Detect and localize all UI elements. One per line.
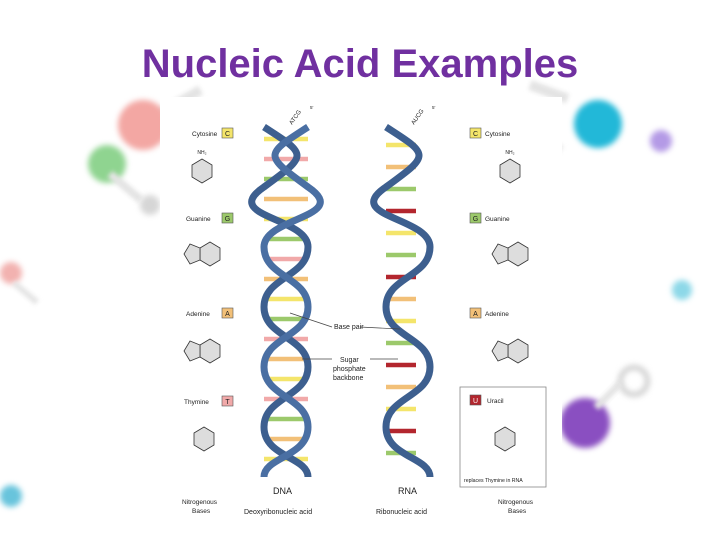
left-cytosine-label: Cytosine [192,131,218,138]
rna-full-name: Ribonucleic acid [376,509,427,516]
right-cytosine-label: Cytosine [485,131,511,138]
backbone-label-line3: backbone [333,375,363,382]
right-cytosine-ring-icon [499,158,521,184]
rna-strand-label: AUCG [411,108,426,126]
right-guanine-label: Guanine [485,216,510,223]
rna-backbone-strand [370,124,434,478]
dna-prime-mark: 5' [310,105,314,110]
right-footer-line1: Nitrogenous [498,499,534,506]
left-thymine-label: Thymine [184,399,209,406]
deco-circle-pink [118,100,168,150]
deco-circle-gray [140,195,160,215]
left-guanine-letter: G [225,216,230,223]
uracil-swatch [469,394,482,406]
left-cytosine-letter: C [225,131,230,138]
backbone-label-line2: phosphate [333,366,366,373]
rna-label: RNA [398,486,417,496]
svg-text:NH₂: NH₂ [505,150,514,156]
right-guanine-letter: G [473,216,478,223]
left-guanine-label: Guanine [186,216,211,223]
right-guanine-ring-icon [507,241,529,267]
right-adenine-letter: A [473,311,478,318]
rna-prime-mark: 5' [432,105,436,110]
left-adenine-letter: A [225,311,230,318]
svg-text:NH₂: NH₂ [197,150,206,156]
dna-backbone-strand-1 [248,124,312,478]
uracil-note: replaces Thymine in RNA [464,478,523,484]
left-thymine-letter: T [225,399,230,406]
rna-helix: AUCG 5' RNA Ribonucleic acid [370,105,436,516]
left-adenine-label: Adenine [186,311,210,318]
dna-helix: ATCG 5' DNA Deoxyribonucleic acid [244,105,324,516]
right-bases-column: C Cytosine NH₂ G Guanine A Adenine U Ura… [459,127,547,515]
deco-circle-pink-small [0,262,22,284]
left-footer-line2: Bases [192,508,211,515]
left-cytosine-ring-icon [191,158,213,184]
right-cytosine-letter: C [473,131,478,138]
right-guanine-swatch [469,212,482,224]
deco-circle-blue-small [672,280,692,300]
right-footer-line2: Bases [508,508,527,515]
dna-label: DNA [273,486,292,496]
left-thymine-swatch [221,395,234,407]
left-guanine-swatch [221,212,234,224]
dna-backbone-strand-2 [260,124,324,478]
deco-circle-ring [618,365,650,397]
left-guanine-ring-icon [199,241,221,267]
uracil-ring-icon [494,426,516,452]
deco-circle-cyan [0,485,22,507]
base-pair-label: Base pair [334,324,364,331]
dna-strand-label: ATCG [289,109,303,126]
left-adenine-swatch [221,307,234,319]
left-adenine-ring-icon [199,338,221,364]
right-adenine-label: Adenine [485,311,509,318]
deco-circle-blue [574,100,622,148]
slide-title: Nucleic Acid Examples [141,42,579,86]
left-thymine-ring-icon [193,426,215,452]
backbone-label-line1: Sugar [340,357,359,364]
deco-circle-lavender [650,130,672,152]
left-cytosine-swatch [221,127,234,139]
nucleic-acid-figure: Cytosine C NH₂ Guanine G Adenine A Thymi… [160,97,562,524]
dna-rna-diagram: Cytosine C NH₂ Guanine G Adenine A Thymi… [182,105,547,516]
left-footer-line1: Nitrogenous [182,499,218,506]
right-cytosine-swatch [469,127,482,139]
uracil-label: Uracil [487,398,504,405]
callouts: Base pair Sugar phosphate backbone [289,312,401,382]
right-adenine-swatch [469,307,482,319]
uracil-letter: U [473,398,478,405]
left-bases-column: Cytosine C NH₂ Guanine G Adenine A Thymi… [182,127,234,515]
dna-full-name: Deoxyribonucleic acid [244,509,312,516]
right-adenine-ring-icon [507,338,529,364]
